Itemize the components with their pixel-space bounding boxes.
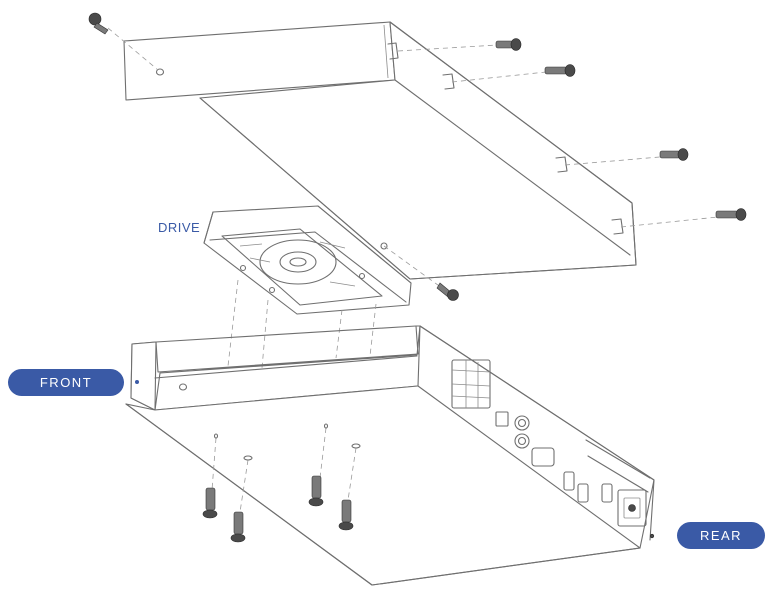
base-chassis bbox=[125, 325, 655, 586]
front-leader-dot bbox=[135, 380, 139, 384]
screw-top-left bbox=[88, 12, 109, 35]
drive-label: DRIVE bbox=[158, 220, 201, 235]
rear-ports bbox=[451, 359, 647, 527]
screw-bottom-1 bbox=[202, 487, 218, 519]
drive-guides bbox=[227, 279, 377, 369]
screw-side-2 bbox=[544, 64, 576, 77]
screw-side-4 bbox=[715, 208, 747, 221]
bottom-screw-guides bbox=[211, 423, 361, 513]
top-cover bbox=[123, 21, 637, 280]
screw-drive-bracket bbox=[436, 282, 459, 301]
screw-bottom-4 bbox=[338, 499, 354, 531]
screw-bottom-2 bbox=[230, 511, 246, 543]
front-label: FRONT bbox=[8, 369, 124, 396]
screw-bottom-3 bbox=[308, 475, 324, 507]
screw-side-3 bbox=[659, 148, 689, 161]
rear-label: REAR bbox=[677, 522, 765, 549]
hard-drive bbox=[203, 205, 412, 315]
screw-side-1 bbox=[495, 38, 522, 51]
screw-guides-top bbox=[107, 27, 719, 289]
